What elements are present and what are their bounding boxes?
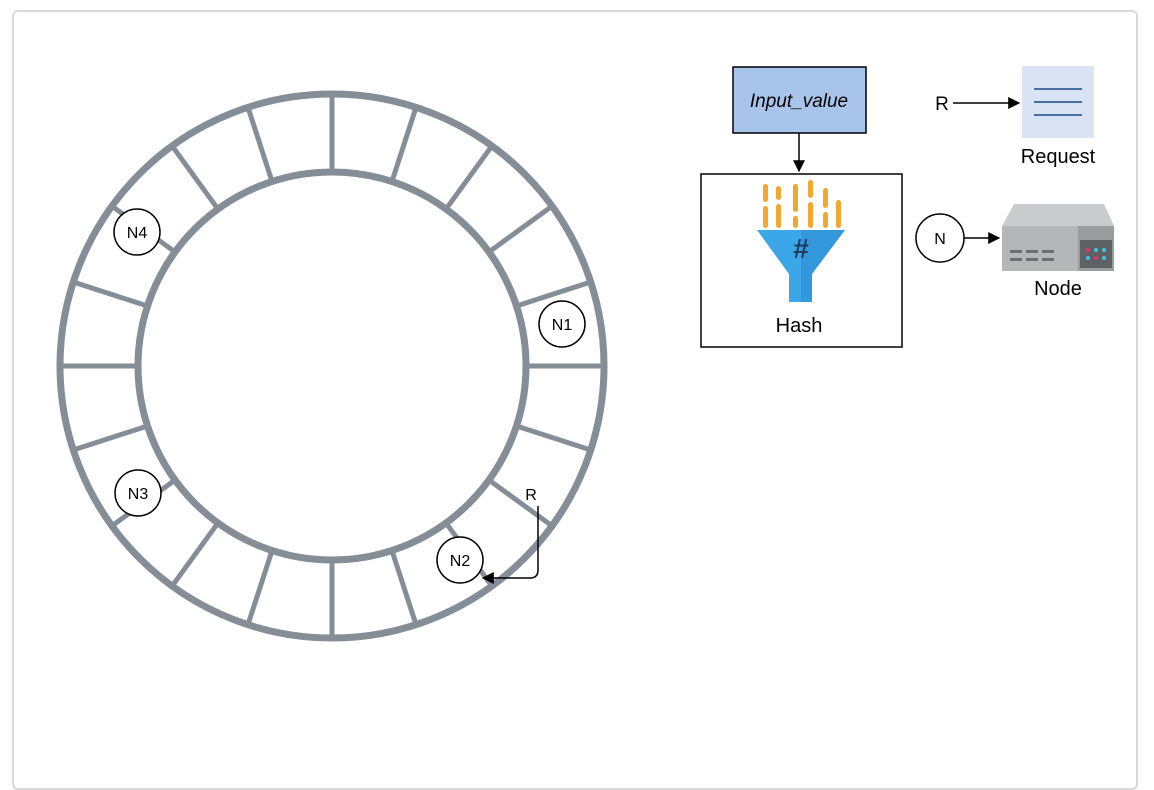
node-legend: N Node: [915, 204, 1114, 300]
ring-segment-divider: [487, 204, 554, 254]
ring-segment-divider: [170, 521, 220, 588]
hash-funnel-icon: #: [757, 180, 845, 302]
ring-segment-divider: [72, 279, 149, 309]
node-circle: [436, 536, 484, 584]
svg-text:#: #: [793, 233, 809, 264]
request-label: Request: [1021, 146, 1096, 168]
request-to-n2-arrow: [481, 506, 539, 584]
request-legend: R Request: [935, 66, 1096, 168]
ring-segment-divider: [72, 423, 149, 453]
request-document-icon: [1022, 66, 1094, 138]
ring-segment-divider: [515, 279, 592, 309]
ring-node-n2[interactable]: N2: [436, 536, 484, 584]
ring-segment-divider: [389, 106, 419, 183]
ring-segment-divider: [444, 144, 494, 211]
server-icon: [1002, 204, 1114, 271]
ring-inner-circle: [134, 168, 530, 564]
request-marker-label: R: [935, 94, 949, 115]
ring-node-n1[interactable]: N1: [538, 300, 586, 348]
hash-label: Hash: [776, 315, 823, 337]
ring-segment-divider: [389, 549, 419, 626]
ring-request-label: R: [525, 487, 537, 504]
node-label: N4: [127, 225, 148, 242]
hash-ring: [56, 90, 608, 642]
input-value-label: Input_value: [750, 91, 848, 112]
ring-segment-divider: [170, 144, 220, 211]
node-label: N1: [552, 317, 573, 334]
ring-outer-circle: [56, 90, 608, 642]
input-value-box[interactable]: Input_value: [732, 66, 867, 134]
ring-segment-divider: [245, 549, 275, 626]
node-label: N2: [450, 553, 471, 570]
ring-node-n4[interactable]: N4: [113, 208, 161, 256]
node-circle: [114, 469, 162, 517]
input-value-rect: [732, 66, 867, 134]
ring-segment-divider: [245, 106, 275, 183]
hash-box[interactable]: # Hash: [700, 173, 903, 348]
ring-segment-divider: [487, 478, 554, 528]
diagram-canvas: [12, 10, 1138, 790]
node-label: Node: [1034, 278, 1082, 300]
node-circle: [538, 300, 586, 348]
ring-segment-divider: [515, 423, 592, 453]
node-marker-label: N: [934, 231, 946, 248]
node-circle: [113, 208, 161, 256]
node-label: N3: [128, 486, 149, 503]
ring-node-n3[interactable]: N3: [114, 469, 162, 517]
